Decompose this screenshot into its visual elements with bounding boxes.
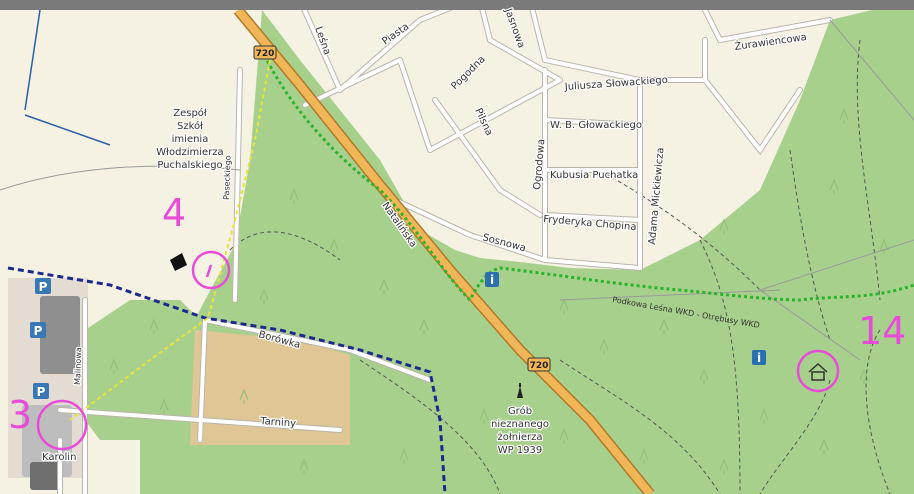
road-shield-720-top: 720 — [253, 45, 277, 60]
tree-symbols — [109, 108, 889, 474]
marker-tick — [205, 264, 213, 278]
marker-14[interactable]: 14 — [796, 309, 906, 393]
grave-poi[interactable]: Grób nieznanego żołnierza WP 1939 — [490, 383, 550, 457]
marker-3[interactable]: 3 — [8, 393, 88, 451]
top-frame — [0, 0, 914, 10]
svg-text:P: P — [39, 280, 48, 294]
parking-icon[interactable]: P — [33, 383, 49, 399]
marker-label: 14 — [858, 309, 906, 353]
info-icon[interactable]: i — [752, 350, 766, 365]
marker-circle — [796, 349, 840, 393]
place-label-karolin: Karolin — [42, 452, 76, 463]
marker-label: 4 — [162, 191, 186, 235]
svg-text:imienia: imienia — [172, 134, 209, 145]
road-shield-720-bottom: 720 — [527, 357, 551, 372]
marker-label: 3 — [8, 393, 32, 437]
trail-green — [260, 49, 914, 303]
trail-yellow — [69, 59, 271, 421]
svg-text:Puchalskiego: Puchalskiego — [157, 160, 222, 171]
marker-circle — [36, 399, 88, 451]
street-label-tarniny: Tarniny — [259, 416, 297, 430]
parking-icon[interactable]: P — [35, 278, 51, 294]
street-label-puchatka: Kubusia Puchatka — [550, 170, 638, 181]
svg-text:Zespół: Zespół — [173, 107, 207, 119]
street-label-glowackiego: W. B. Głowackiego — [550, 120, 642, 131]
svg-text:Szkół: Szkół — [177, 120, 203, 132]
svg-text:nieznanego: nieznanego — [491, 419, 549, 430]
boundary-lines — [24, 9, 111, 146]
trail-blue — [7, 266, 447, 494]
svg-text:Grób: Grób — [508, 405, 532, 417]
shelter-icon — [808, 362, 828, 381]
marker-4[interactable]: 4 — [162, 191, 231, 290]
street-label-malinowa: Malinowa — [73, 347, 83, 385]
direction-arrow-icon — [170, 253, 187, 271]
svg-text:P: P — [37, 385, 46, 399]
svg-text:i: i — [490, 273, 494, 287]
svg-text:Włodzimierza: Włodzimierza — [156, 147, 223, 158]
marker-circle — [191, 250, 231, 290]
building-3 — [30, 462, 62, 490]
footpaths — [0, 19, 914, 361]
forest-tracks — [229, 39, 891, 494]
svg-text:P: P — [34, 324, 43, 338]
school-label: Zespół Szkół imienia Włodzimierza Puchal… — [155, 106, 225, 173]
svg-text:i: i — [757, 351, 761, 365]
svg-text:WP 1939: WP 1939 — [498, 445, 543, 456]
forest-area-left — [85, 300, 200, 440]
street-label-paseckiego: Paseckiego — [222, 155, 233, 200]
info-icon[interactable]: i — [485, 272, 499, 287]
monument-icon — [517, 386, 523, 398]
svg-text:720: 720 — [256, 49, 275, 59]
building-1 — [40, 296, 80, 374]
main-road — [234, 7, 654, 494]
farmland-area — [190, 330, 350, 445]
svg-text:720: 720 — [530, 361, 549, 371]
parking-icon[interactable]: P — [30, 322, 46, 338]
svg-text:żołnierza: żołnierza — [498, 432, 543, 443]
